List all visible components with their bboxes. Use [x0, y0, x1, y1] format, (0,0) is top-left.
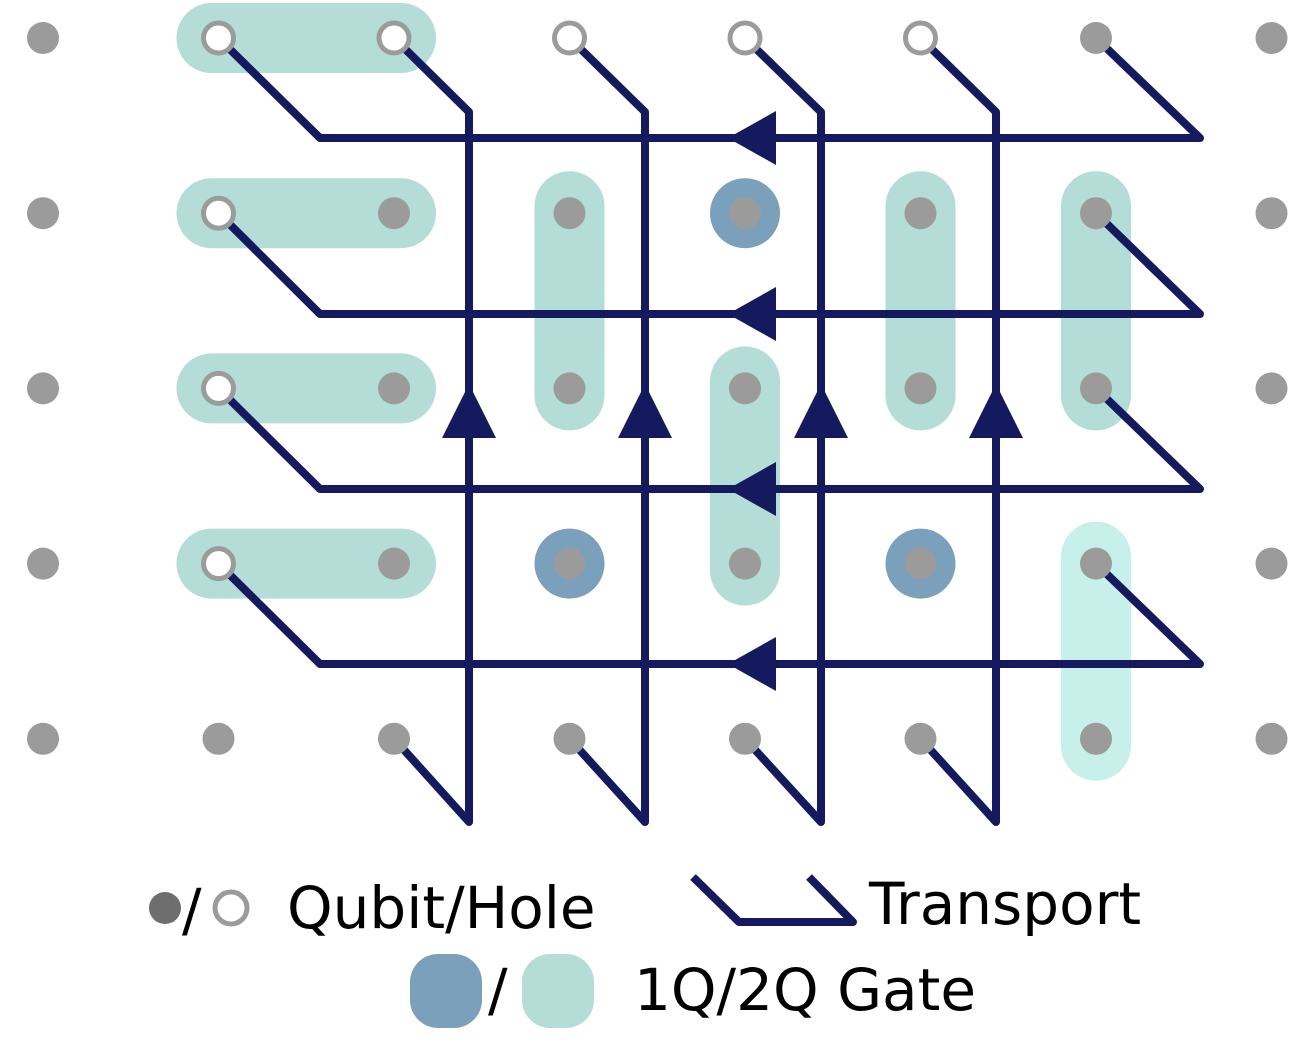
qubit-site	[1255, 722, 1288, 755]
qubit-site	[729, 722, 761, 755]
qubit-site	[1255, 547, 1288, 580]
hole-site	[201, 20, 236, 56]
hole-site	[201, 546, 236, 582]
transport-path-vertical	[566, 35, 649, 826]
transport-arrow-left	[728, 462, 776, 516]
hole-site	[552, 20, 587, 56]
legend-gate-label: 1Q/2Q Gate	[634, 956, 976, 1024]
qubit-site	[27, 372, 59, 405]
transport-layer	[215, 35, 1204, 826]
qubit-site	[904, 547, 937, 580]
qubit-site	[904, 722, 937, 755]
hole-site	[201, 195, 236, 231]
qubit-site	[729, 197, 761, 230]
qubit-site	[1080, 547, 1112, 580]
qubit-site	[1080, 722, 1112, 755]
legend-1q-gate-icon	[410, 954, 482, 1028]
two-qubit-gate	[534, 171, 605, 431]
transport-path-vertical	[391, 35, 473, 826]
transport-arrow-up	[618, 384, 672, 438]
transport-arrow-up	[794, 384, 848, 438]
qubit-site	[904, 197, 937, 230]
legend: / Qubit/Hole Transport / 1Q/2Q Gate	[149, 870, 1141, 1028]
transport-arrow-left	[728, 287, 776, 341]
transport-arrow-left	[728, 637, 776, 691]
legend-qubit-hole-label: Qubit/Hole	[287, 874, 596, 942]
legend-2q-gate-icon	[522, 954, 594, 1028]
qubit-site	[378, 197, 410, 230]
two-qubit-gate	[1061, 521, 1131, 781]
transport-path-vertical	[742, 35, 825, 826]
qubit-site	[378, 722, 410, 755]
hole-site	[376, 20, 412, 56]
legend-transport-label: Transport	[868, 870, 1141, 938]
qubit-site	[1080, 372, 1112, 405]
legend-separator: /	[182, 876, 202, 944]
qubit-site	[553, 197, 586, 230]
legend-transport-icon	[690, 874, 857, 926]
hole-site	[727, 20, 763, 56]
qubit-site	[202, 722, 235, 755]
qubit-site	[553, 722, 586, 755]
qubit-site	[378, 547, 410, 580]
hole-site	[201, 370, 236, 406]
qubit-site	[1080, 197, 1112, 230]
qubit-site	[553, 547, 586, 580]
qubit-site	[729, 372, 761, 405]
legend-qubit-icon	[149, 892, 181, 924]
qubit-site	[27, 722, 59, 755]
legend-hole-icon	[212, 889, 250, 927]
transport-arrow-left	[728, 111, 776, 165]
qubit-site	[904, 372, 937, 405]
qubit-site	[27, 197, 59, 230]
transport-path-vertical	[917, 35, 1000, 826]
two-qubit-gate	[1061, 171, 1131, 431]
qubit-site	[27, 547, 59, 580]
qubit-site	[729, 547, 761, 580]
transport-arrow-up	[442, 384, 496, 438]
qubit-site	[1255, 22, 1288, 54]
hole-site	[903, 20, 938, 56]
qubit-site	[553, 372, 586, 405]
qubit-site	[1080, 22, 1112, 54]
qubit-site	[27, 22, 59, 54]
two-qubit-gate	[885, 171, 956, 431]
qubit-site	[1255, 197, 1288, 230]
qubit-site	[378, 372, 410, 405]
sites-layer	[27, 20, 1288, 755]
transport-arrow-up	[969, 384, 1023, 438]
two-qubit-gate	[710, 346, 780, 606]
qubit-site	[1255, 372, 1288, 405]
legend-separator: /	[488, 956, 508, 1024]
